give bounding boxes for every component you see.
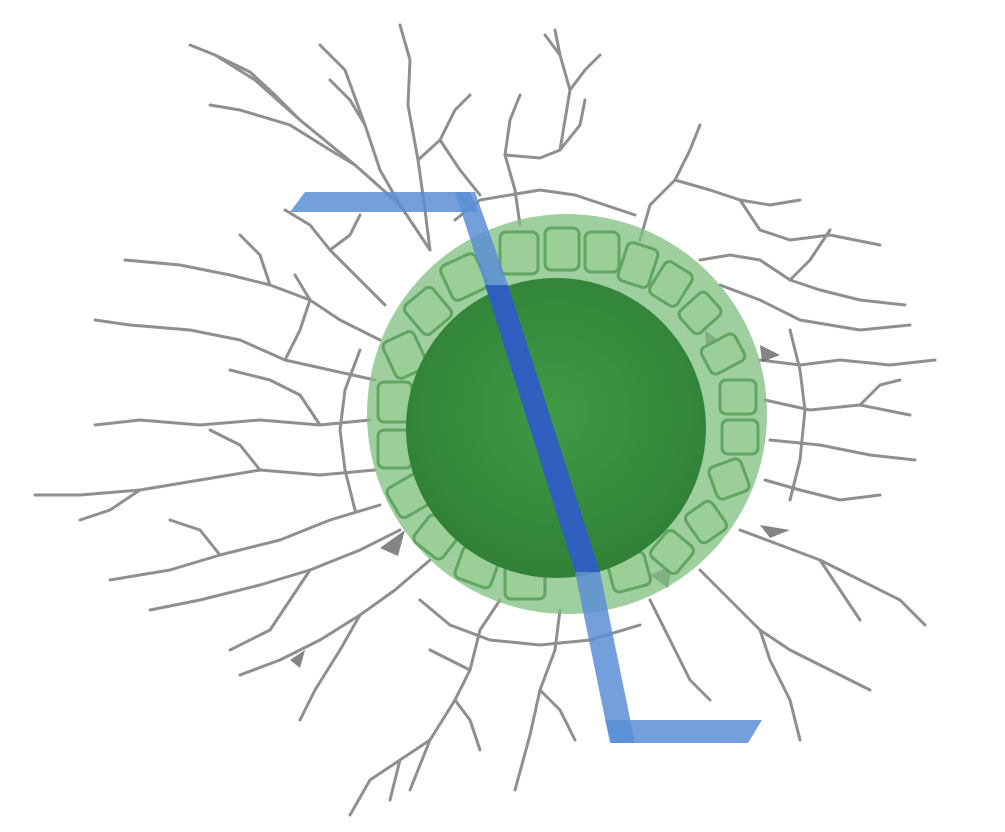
disc-tile-ring (376, 226, 760, 601)
band-diagonal-core (485, 285, 600, 572)
band-bottom-bar (605, 720, 762, 743)
band-diagonal-lower (575, 572, 635, 743)
green-disc-inner (406, 278, 706, 578)
band-diagonal-upper (455, 192, 508, 285)
band-top-bar (290, 192, 478, 212)
crack-lines (33, 23, 937, 817)
blue-z-band (290, 192, 762, 743)
